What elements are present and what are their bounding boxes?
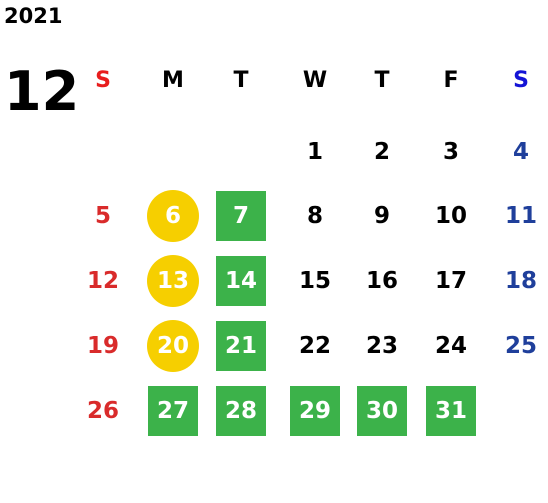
- year-label: 2021: [4, 4, 63, 28]
- day-number: 25: [504, 333, 537, 359]
- weekday-mon: M: [162, 68, 184, 93]
- day-cell[interactable]: 11: [491, 188, 548, 244]
- day-cell[interactable]: 30: [352, 383, 412, 439]
- day-cell[interactable]: 29: [285, 383, 345, 439]
- day-cell[interactable]: 1: [285, 124, 345, 180]
- day-cell[interactable]: 14: [211, 253, 271, 309]
- day-cell[interactable]: 3: [421, 124, 481, 180]
- day-number: 29: [290, 386, 340, 436]
- day-number: 6: [147, 190, 199, 242]
- day-number: 4: [512, 139, 529, 165]
- day-cell[interactable]: 23: [352, 318, 412, 374]
- day-cell[interactable]: 5: [73, 188, 133, 244]
- day-number: 8: [306, 203, 323, 229]
- day-number: 22: [298, 333, 331, 359]
- weekday-thu: T: [374, 68, 390, 93]
- weekday-tue: T: [233, 68, 249, 93]
- day-cell[interactable]: 12: [73, 253, 133, 309]
- month-label: 12: [4, 60, 80, 123]
- day-cell[interactable]: 31: [421, 383, 481, 439]
- day-number: 27: [148, 386, 198, 436]
- day-number: 20: [147, 320, 199, 372]
- weekday-fri: F: [443, 68, 459, 93]
- day-cell[interactable]: 6: [143, 188, 203, 244]
- day-number: 1: [306, 139, 323, 165]
- day-cell[interactable]: 7: [211, 188, 271, 244]
- day-number: 7: [216, 191, 266, 241]
- day-cell[interactable]: 25: [491, 318, 548, 374]
- day-cell[interactable]: 21: [211, 318, 271, 374]
- weekday-sun: S: [95, 68, 111, 93]
- day-cell[interactable]: 4: [491, 124, 548, 180]
- day-cell[interactable]: 19: [73, 318, 133, 374]
- day-cell[interactable]: 24: [421, 318, 481, 374]
- day-cell[interactable]: 10: [421, 188, 481, 244]
- day-number: 10: [434, 203, 467, 229]
- day-cell[interactable]: 20: [143, 318, 203, 374]
- day-cell[interactable]: 8: [285, 188, 345, 244]
- day-number: 15: [298, 268, 331, 294]
- day-number: 2: [373, 139, 390, 165]
- day-cell[interactable]: 22: [285, 318, 345, 374]
- day-number: 24: [434, 333, 467, 359]
- day-number: 5: [94, 203, 111, 229]
- day-cell[interactable]: 27: [143, 383, 203, 439]
- day-number: 18: [504, 268, 537, 294]
- day-number: 21: [216, 321, 266, 371]
- day-number: 26: [86, 398, 119, 424]
- day-number: 14: [216, 256, 266, 306]
- weekday-wed: W: [302, 68, 328, 93]
- day-cell[interactable]: 26: [73, 383, 133, 439]
- day-cell[interactable]: 28: [211, 383, 271, 439]
- day-cell[interactable]: 17: [421, 253, 481, 309]
- day-number: 17: [434, 268, 467, 294]
- day-number: 3: [442, 139, 459, 165]
- day-number: 28: [216, 386, 266, 436]
- day-cell[interactable]: 2: [352, 124, 412, 180]
- day-number: 16: [365, 268, 398, 294]
- day-number: 30: [357, 386, 407, 436]
- day-number: 12: [86, 268, 119, 294]
- day-cell[interactable]: 15: [285, 253, 345, 309]
- day-cell[interactable]: 13: [143, 253, 203, 309]
- day-number: 9: [373, 203, 390, 229]
- day-number: 11: [504, 203, 537, 229]
- day-cell[interactable]: 16: [352, 253, 412, 309]
- day-number: 23: [365, 333, 398, 359]
- day-number: 31: [426, 386, 476, 436]
- day-number: 13: [147, 255, 199, 307]
- day-number: 19: [86, 333, 119, 359]
- day-cell[interactable]: 18: [491, 253, 548, 309]
- weekday-sat: S: [513, 68, 529, 93]
- day-cell[interactable]: 9: [352, 188, 412, 244]
